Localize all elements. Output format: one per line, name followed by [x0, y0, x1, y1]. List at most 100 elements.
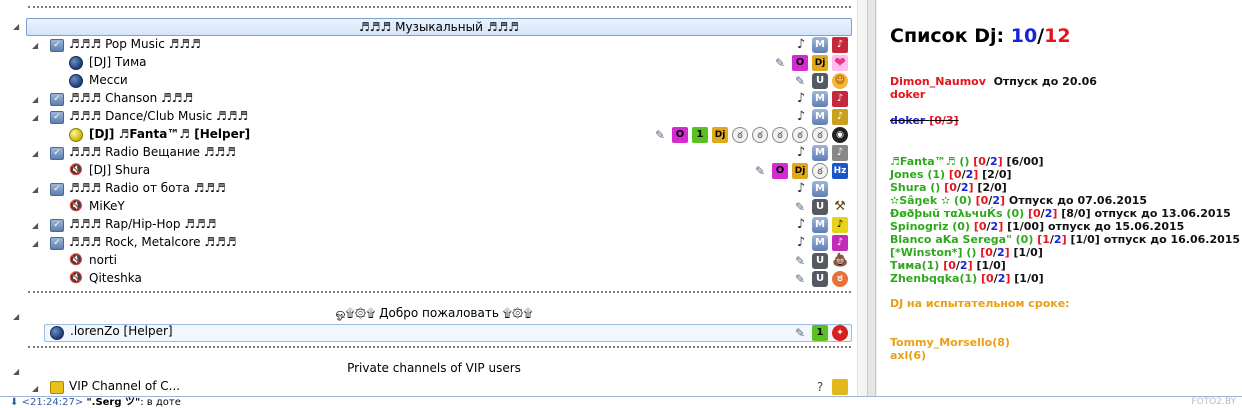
channel-icon: ✓ — [50, 93, 64, 106]
channel-pop-music[interactable]: ♬♬♬ Pop Music ♬♬♬ — [69, 37, 201, 51]
user-qiteshka[interactable]: Qiteshka — [89, 271, 142, 285]
user-dj-fanta[interactable]: [DJ] ♬Fanta™♬ [Helper] — [89, 127, 251, 141]
dj-entry: [*Winston*] () [0/2] [1/0] — [890, 246, 1043, 259]
dj-entry: Тима(1) [0/2] [1/0] — [890, 259, 1006, 272]
section-private-label[interactable]: Private channels of VIP users — [347, 361, 521, 375]
user-badge-icon: U — [812, 253, 828, 269]
dj-entry: Ðøðþыŭ тαλьчuЌs (0) [0/2] [8/0] отпуск д… — [890, 207, 1231, 220]
vacation-line: Dimon_Naumov Отпуск до 20.06 — [890, 75, 1097, 88]
user-dj-tima[interactable]: [DJ] Тима — [89, 55, 147, 69]
moderated-icon: M — [812, 145, 828, 161]
moderated-icon: M — [812, 109, 828, 125]
user-lorenzo[interactable]: .lorenZo [Helper] — [70, 324, 173, 338]
dj-badge-icon: Dj — [792, 163, 808, 179]
collapse-toggle[interactable]: ◢ — [32, 149, 39, 158]
user-badge-icon: U — [812, 271, 828, 287]
channel-radio-broadcast[interactable]: ♬♬♬ Radio Вещание ♬♬♬ — [69, 145, 237, 159]
channel-icon: ✓ — [50, 219, 64, 232]
section-music-header[interactable]: ♬♬♬ Музыкальный ♬♬♬ — [26, 18, 852, 36]
dj-entry: Shura () [0/2] [2/0] — [890, 181, 1007, 194]
user-messi[interactable]: Месси — [89, 73, 128, 87]
channel-icon: ✓ — [50, 147, 64, 160]
muted-mic-icon: ✎ — [794, 326, 806, 340]
level-one-icon: 1 — [812, 325, 828, 341]
trial-dj: axl(6) — [890, 349, 926, 362]
channel-vip[interactable]: VIP Channel of C... — [69, 379, 181, 393]
user-mikey[interactable]: MiKeY — [89, 199, 125, 213]
music-note-icon: ♪ — [796, 217, 806, 232]
channel-dance-club[interactable]: ♬♬♬ Dance/Club Music ♬♬♬ — [69, 109, 249, 123]
collapse-toggle[interactable]: ◢ — [32, 113, 39, 122]
channel-tree[interactable]: ◢ ♬♬♬ Музыкальный ♬♬♬ ◢ ✓ ♬♬♬ Pop Music … — [0, 0, 868, 396]
pane-splitter[interactable] — [868, 0, 876, 396]
collapse-toggle[interactable]: ◢ — [32, 185, 39, 194]
chat-status-line: ⬇ <21:24:27> ".Serg ツ": в доте FOTO2.BY — [0, 396, 1242, 408]
meme-face-icon: ఠ — [732, 127, 748, 143]
meme-face-icon: ఠ — [812, 127, 828, 143]
muted-mic-icon: ✎ — [794, 254, 806, 268]
collapse-toggle[interactable]: ◢ — [32, 384, 39, 393]
muted-speaker-icon: 🔇 — [69, 199, 83, 212]
collapse-toggle[interactable]: ◢ — [13, 312, 20, 321]
separator — [28, 291, 851, 293]
music-note-icon: ♪ — [796, 109, 806, 124]
muted-speaker-icon: 🔇 — [69, 271, 83, 284]
meme-face-icon: ఠ — [772, 127, 788, 143]
channel-music-icon: ♪ — [832, 109, 848, 125]
dj-entry: Jones (1) [0/2] [2/0] — [890, 168, 1012, 181]
poo-icon: 💩 — [832, 253, 849, 268]
channel-rock-metalcore[interactable]: ♬♬♬ Rock, Metalcore ♬♬♬ — [69, 235, 237, 249]
channel-icon — [50, 381, 64, 394]
channel-music-icon: ♪ — [832, 91, 848, 107]
collapse-toggle[interactable]: ◢ — [13, 367, 20, 376]
channel-music-icon: ♪ — [832, 145, 848, 161]
vacation-line-2: doker — [890, 88, 926, 101]
operator-badge-icon: O — [792, 55, 808, 71]
channel-music-icon: ♪ — [832, 235, 848, 251]
collapse-toggle[interactable]: ◢ — [13, 22, 20, 31]
moderated-icon: M — [812, 235, 828, 251]
collapse-toggle[interactable]: ◢ — [32, 95, 39, 104]
chat-user[interactable]: ".Serg ツ" — [86, 397, 141, 408]
microphone-icon: ✎ — [654, 128, 666, 142]
user-badge-icon: U — [812, 73, 828, 89]
channel-rap-hiphop[interactable]: ♬♬♬ Rap/Hip-Hop ♬♬♬ — [69, 217, 217, 231]
meme-face-icon: ఠ — [812, 163, 828, 179]
meme-face-icon: ఠ — [792, 127, 808, 143]
watermark: FOTO2.BY — [1191, 397, 1236, 407]
section-welcome-label[interactable]: ஓ۩۞۩ Добро пожаловать ۩۞۩ — [335, 306, 533, 320]
vip-badge-icon — [832, 379, 848, 395]
user-dj-shura[interactable]: [DJ] Shura — [89, 163, 151, 177]
collapse-toggle[interactable]: ◢ — [32, 221, 39, 230]
moderated-icon: M — [812, 181, 828, 197]
music-note-icon: ♪ — [796, 91, 806, 106]
info-panel: Список Dj: 10/12 Dimon_Naumov Отпуск до … — [877, 0, 1242, 396]
heart-icon: ❤ — [832, 55, 848, 71]
muted-mic-icon: ✎ — [794, 74, 806, 88]
channel-chanson[interactable]: ♬♬♬ Chanson ♬♬♬ — [69, 91, 194, 105]
muted-mic-icon: ✎ — [754, 164, 766, 178]
arrow-down-icon: ⬇ — [10, 397, 19, 408]
collapse-toggle[interactable]: ◢ — [32, 239, 39, 248]
selected-user-row[interactable] — [44, 324, 852, 342]
muted-mic-icon: ✎ — [794, 272, 806, 286]
collapse-toggle[interactable]: ◢ — [32, 41, 39, 50]
channel-radio-bot[interactable]: ♬♬♬ Radio от бота ♬♬♬ — [69, 181, 226, 195]
user-badge-icon: U — [812, 199, 828, 215]
hz-icon: Hz — [832, 163, 848, 179]
separator — [28, 6, 851, 8]
dj-entry: Zhenbqqka(1) [0/2] [1/0] — [890, 272, 1044, 285]
meme-face-icon: ఠ — [752, 127, 768, 143]
moderated-icon: M — [812, 37, 828, 53]
dj-entry: ✫Sâŋek ✫ (0) [0/2] Отпуск до 07.06.2015 — [890, 194, 1148, 207]
dj-entry: Spinogriz (0) [0/2] [1/00] отпуск до 15.… — [890, 220, 1185, 233]
dj-entry: Blanco aKa Serega" (0) [1/2] [1/0] отпус… — [890, 233, 1241, 246]
trial-header: DJ на испытательном сроке: — [890, 297, 1070, 310]
microphone-icon: ✎ — [774, 56, 786, 70]
scrollbar[interactable] — [857, 0, 867, 396]
channel-icon: ✓ — [50, 39, 64, 52]
dj-badge-icon: Dj — [812, 55, 828, 71]
user-norti[interactable]: norti — [89, 253, 117, 267]
operator-badge-icon: O — [772, 163, 788, 179]
black-circle-icon: ◉ — [832, 127, 848, 143]
